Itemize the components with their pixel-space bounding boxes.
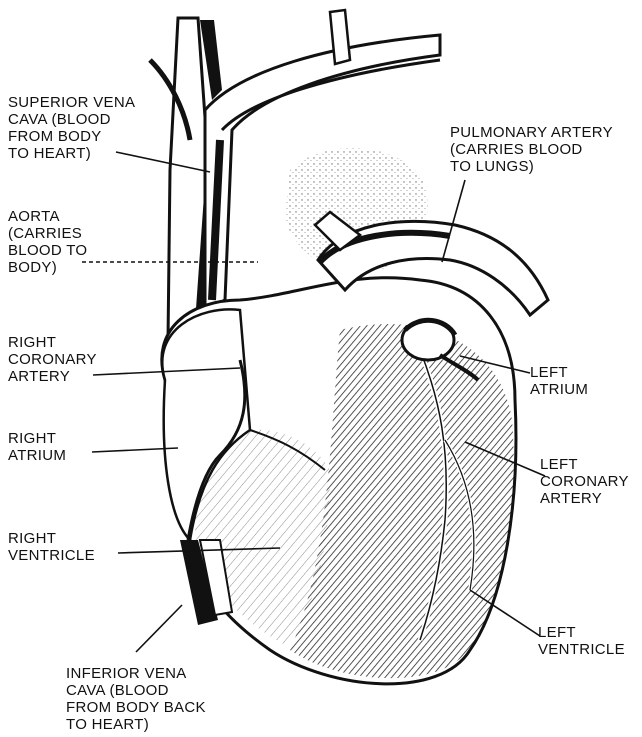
label-line: LEFT bbox=[538, 624, 625, 641]
label-line: (CARRIES BLOOD bbox=[450, 141, 613, 158]
label-line: CORONARY bbox=[8, 351, 97, 368]
label-line: TO LUNGS) bbox=[450, 158, 613, 175]
label-line: FROM BODY bbox=[8, 128, 135, 145]
label-line: ATRIUM bbox=[8, 447, 66, 464]
label-line: SUPERIOR VENA bbox=[8, 94, 135, 111]
label-pulmonary-artery: PULMONARY ARTERY (CARRIES BLOOD TO LUNGS… bbox=[450, 124, 613, 175]
label-line: INFERIOR VENA bbox=[66, 665, 206, 682]
label-right-atrium: RIGHT ATRIUM bbox=[8, 430, 66, 464]
label-line: ARTERY bbox=[8, 368, 97, 385]
label-left-atrium: LEFT ATRIUM bbox=[530, 364, 588, 398]
label-right-ventricle: RIGHT VENTRICLE bbox=[8, 530, 95, 564]
label-line: CAVA (BLOOD bbox=[66, 682, 206, 699]
label-line: ARTERY bbox=[540, 490, 629, 507]
label-left-coronary-artery: LEFT CORONARY ARTERY bbox=[540, 456, 629, 507]
label-right-coronary-artery: RIGHT CORONARY ARTERY bbox=[8, 334, 97, 385]
label-line: BLOOD TO bbox=[8, 242, 87, 259]
label-line: BODY) bbox=[8, 259, 87, 276]
label-superior-vena-cava: SUPERIOR VENA CAVA (BLOOD FROM BODY TO H… bbox=[8, 94, 135, 162]
label-line: (CARRIES bbox=[8, 225, 87, 242]
label-line: CAVA (BLOOD bbox=[8, 111, 135, 128]
label-line: RIGHT bbox=[8, 334, 97, 351]
label-line: FROM BODY BACK bbox=[66, 699, 206, 716]
label-line: VENTRICLE bbox=[8, 547, 95, 564]
label-line: CORONARY bbox=[540, 473, 629, 490]
label-inferior-vena-cava: INFERIOR VENA CAVA (BLOOD FROM BODY BACK… bbox=[66, 665, 206, 733]
label-line: TO HEART) bbox=[8, 145, 135, 162]
label-left-ventricle: LEFT VENTRICLE bbox=[538, 624, 625, 658]
label-line: LEFT bbox=[540, 456, 629, 473]
label-line: RIGHT bbox=[8, 530, 95, 547]
label-aorta: AORTA (CARRIES BLOOD TO BODY) bbox=[8, 208, 87, 276]
label-line: ATRIUM bbox=[530, 381, 588, 398]
heart-body bbox=[162, 278, 516, 684]
label-line: RIGHT bbox=[8, 430, 66, 447]
label-line: PULMONARY ARTERY bbox=[450, 124, 613, 141]
label-line: AORTA bbox=[8, 208, 87, 225]
label-line: LEFT bbox=[530, 364, 588, 381]
label-line: VENTRICLE bbox=[538, 641, 625, 658]
leader-inferior-vena-cava bbox=[136, 605, 182, 652]
label-line: TO HEART) bbox=[66, 716, 206, 733]
